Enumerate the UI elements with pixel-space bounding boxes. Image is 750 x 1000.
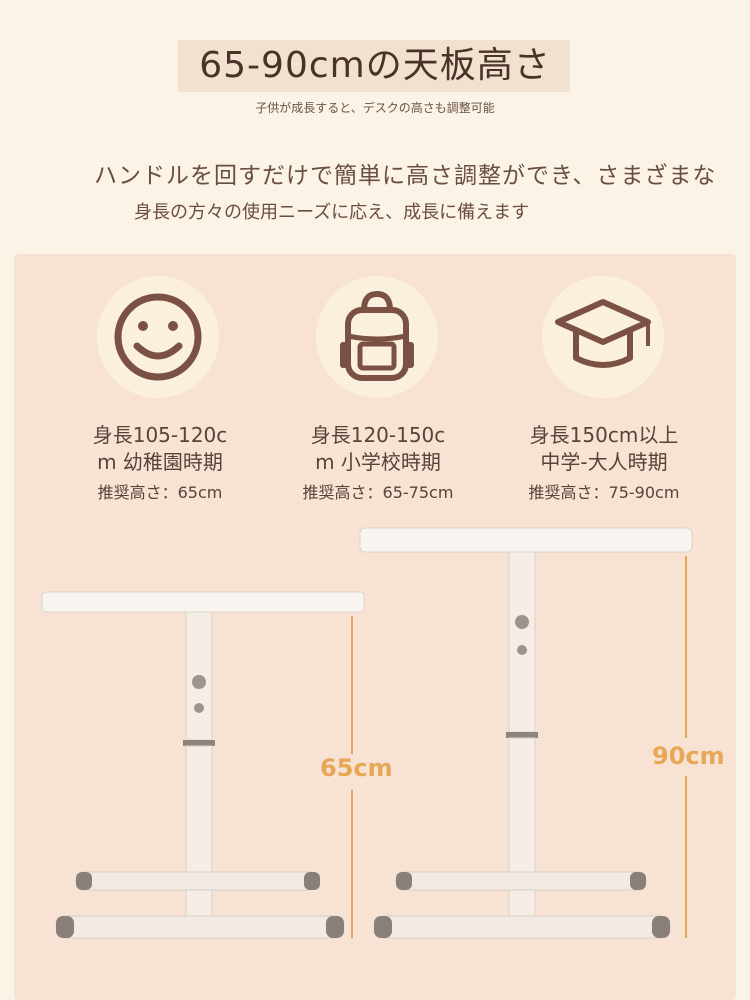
stage-recommended-height: 推奨高さ：75-90cm: [528, 483, 680, 502]
page-subtitle: 子供が成長すると、デスクの高さも調整可能: [255, 101, 495, 115]
stage-period: 中学-大人時期: [540, 450, 668, 474]
smiley-face-icon: [97, 276, 219, 398]
stage-card-elementary: 身長120-150c m 小学校時期 推奨高さ：65-75cm: [278, 422, 478, 506]
stage-height-range: 身長150cm以上: [529, 423, 679, 447]
description-line-1: ハンドルを回すだけで簡単に高さ調整ができ、さまざまな: [94, 163, 717, 189]
desk-high-height-label: 90cm: [652, 742, 725, 770]
page-title: 65-90cmの天板高さ: [199, 45, 551, 86]
desk-low: [41, 591, 365, 939]
stage-period: m 小学校時期: [315, 450, 441, 474]
desk-low-height-label: 65cm: [320, 754, 393, 782]
title-background: [178, 40, 570, 92]
stage-height-range: 身長105-120c: [92, 423, 228, 447]
description-line-2: 身長の方々の使用ニーズに応え、成長に備えます: [134, 202, 530, 223]
stage-card-kindergarten: 身長105-120c m 幼稚園時期 推奨高さ：65cm: [60, 422, 260, 506]
stage-recommended-height: 推奨高さ：65-75cm: [302, 483, 454, 502]
desk-high: [359, 527, 693, 939]
stage-period: m 幼稚園時期: [97, 450, 223, 474]
backpack-icon: [316, 276, 438, 398]
stage-height-range: 身長120-150c: [310, 423, 446, 447]
graduation-cap-icon: [542, 276, 664, 398]
stage-card-junior-high-adult: 身長150cm以上 中学-大人時期 推奨高さ：75-90cm: [504, 422, 704, 506]
stage-recommended-height: 推奨高さ：65cm: [97, 483, 223, 502]
